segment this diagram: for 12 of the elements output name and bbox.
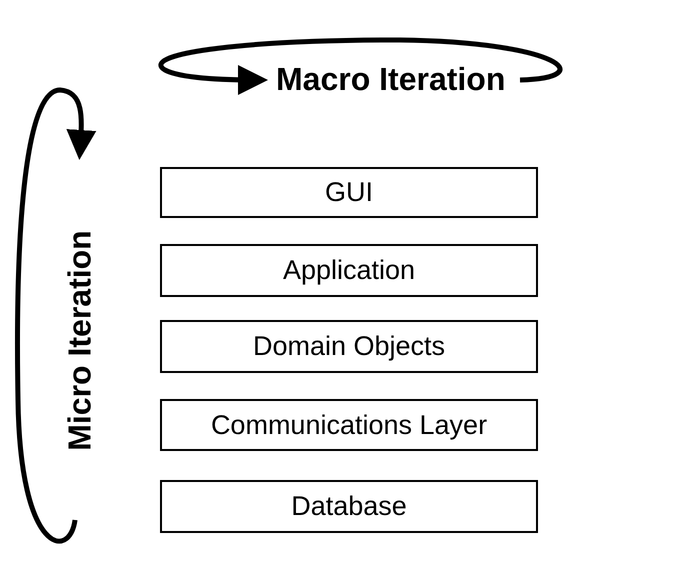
layer-label: Application xyxy=(282,255,416,286)
layer-box xyxy=(160,320,538,373)
layer-box xyxy=(160,244,538,297)
layer-box xyxy=(160,399,538,451)
iteration-label: Macro Iteration xyxy=(276,61,506,98)
layer-box xyxy=(160,167,538,218)
layer-label: Database xyxy=(291,491,407,522)
layer-label: Communications Layer xyxy=(210,410,488,440)
layer-label: Domain Objects xyxy=(252,331,446,362)
iteration-label: Micro Iteration xyxy=(62,230,99,450)
layer-label: GUI xyxy=(324,177,373,208)
layer-box xyxy=(160,480,538,533)
